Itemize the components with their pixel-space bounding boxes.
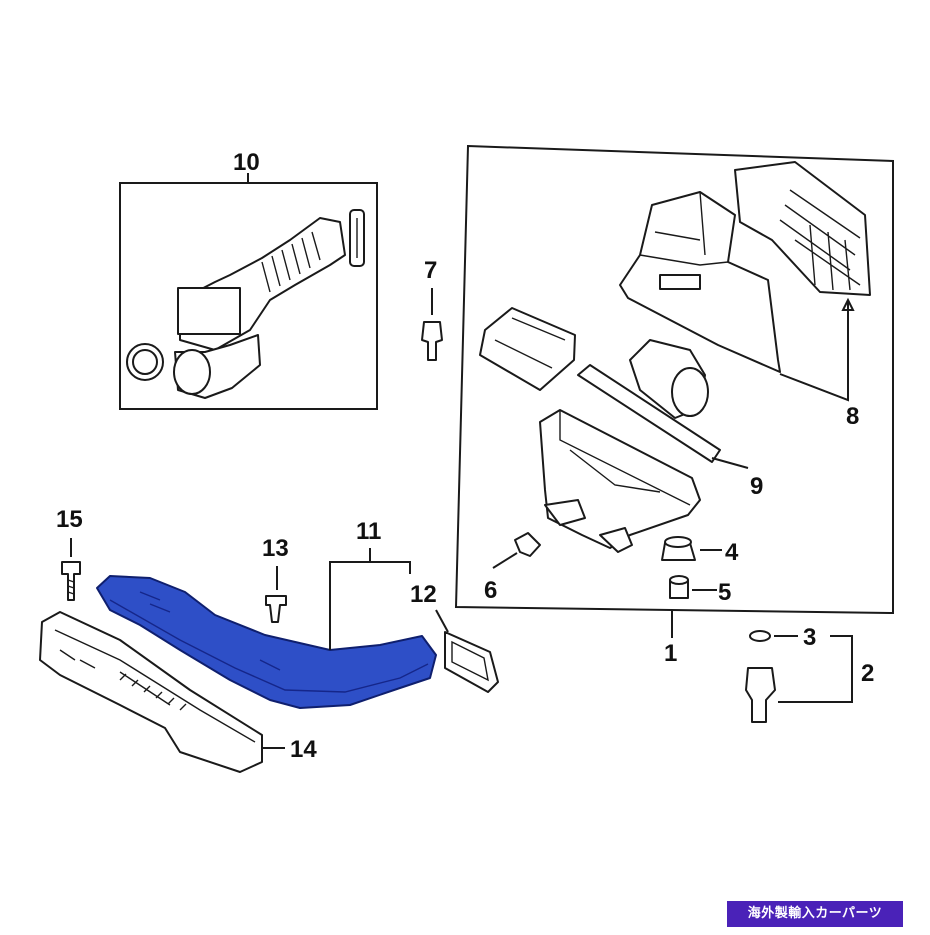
bolt-group: [61, 538, 81, 601]
callout-12: 12: [410, 581, 437, 608]
push-clip: [265, 595, 287, 623]
intake-resonator: [734, 161, 871, 296]
callout-14: 14: [290, 736, 317, 763]
duct-gasket: [444, 631, 499, 693]
duct-gasket-group: [435, 609, 499, 693]
intake-hose-end: [173, 349, 211, 395]
callout-11: 11: [356, 518, 381, 545]
callout-13: 13: [262, 535, 289, 562]
air-cleaner-frame: [454, 144, 894, 615]
callout-4: 4: [725, 539, 739, 566]
callout-7: 7: [424, 257, 437, 284]
callout-6: 6: [484, 577, 497, 604]
callout-10: 10: [233, 149, 260, 176]
callout-5: 5: [718, 579, 731, 606]
intake-duct-group: [96, 548, 437, 709]
clip-7-part: [421, 288, 443, 361]
callout-labels: 10 7 8 9 4 5 6 1 3 2 15 13 11 12 14: [56, 149, 874, 763]
air-cleaner-group: [454, 144, 894, 638]
mounting-bracket: [745, 667, 776, 723]
cover-vent: [659, 274, 701, 290]
push-clip-group: [265, 566, 287, 623]
leader-6: [492, 552, 518, 569]
intake-hose-box: [177, 287, 241, 335]
clip: [514, 532, 541, 557]
callout-1: 1: [664, 640, 677, 667]
callout-2: 2: [861, 660, 874, 687]
lower-case-bracket: [544, 499, 586, 526]
duct-bracket-group: [39, 611, 285, 773]
leader-11: [329, 561, 411, 650]
leader-12: [435, 609, 449, 633]
leader-2: [778, 635, 853, 703]
leader-9: [711, 457, 749, 469]
intake-hose-group: [119, 173, 378, 410]
callout-9: 9: [750, 473, 763, 500]
callout-3: 3: [803, 624, 816, 651]
callout-8: 8: [846, 403, 859, 430]
filter-element: [479, 307, 576, 391]
housing-seal: [577, 364, 721, 463]
washer: [749, 630, 771, 642]
intake-duct[interactable]: [96, 575, 437, 709]
store-badge: 海外製輸入カーパーツ: [727, 901, 903, 927]
bracket-group: [745, 630, 853, 723]
leader-8: [779, 300, 849, 402]
callout-15: 15: [56, 506, 83, 533]
